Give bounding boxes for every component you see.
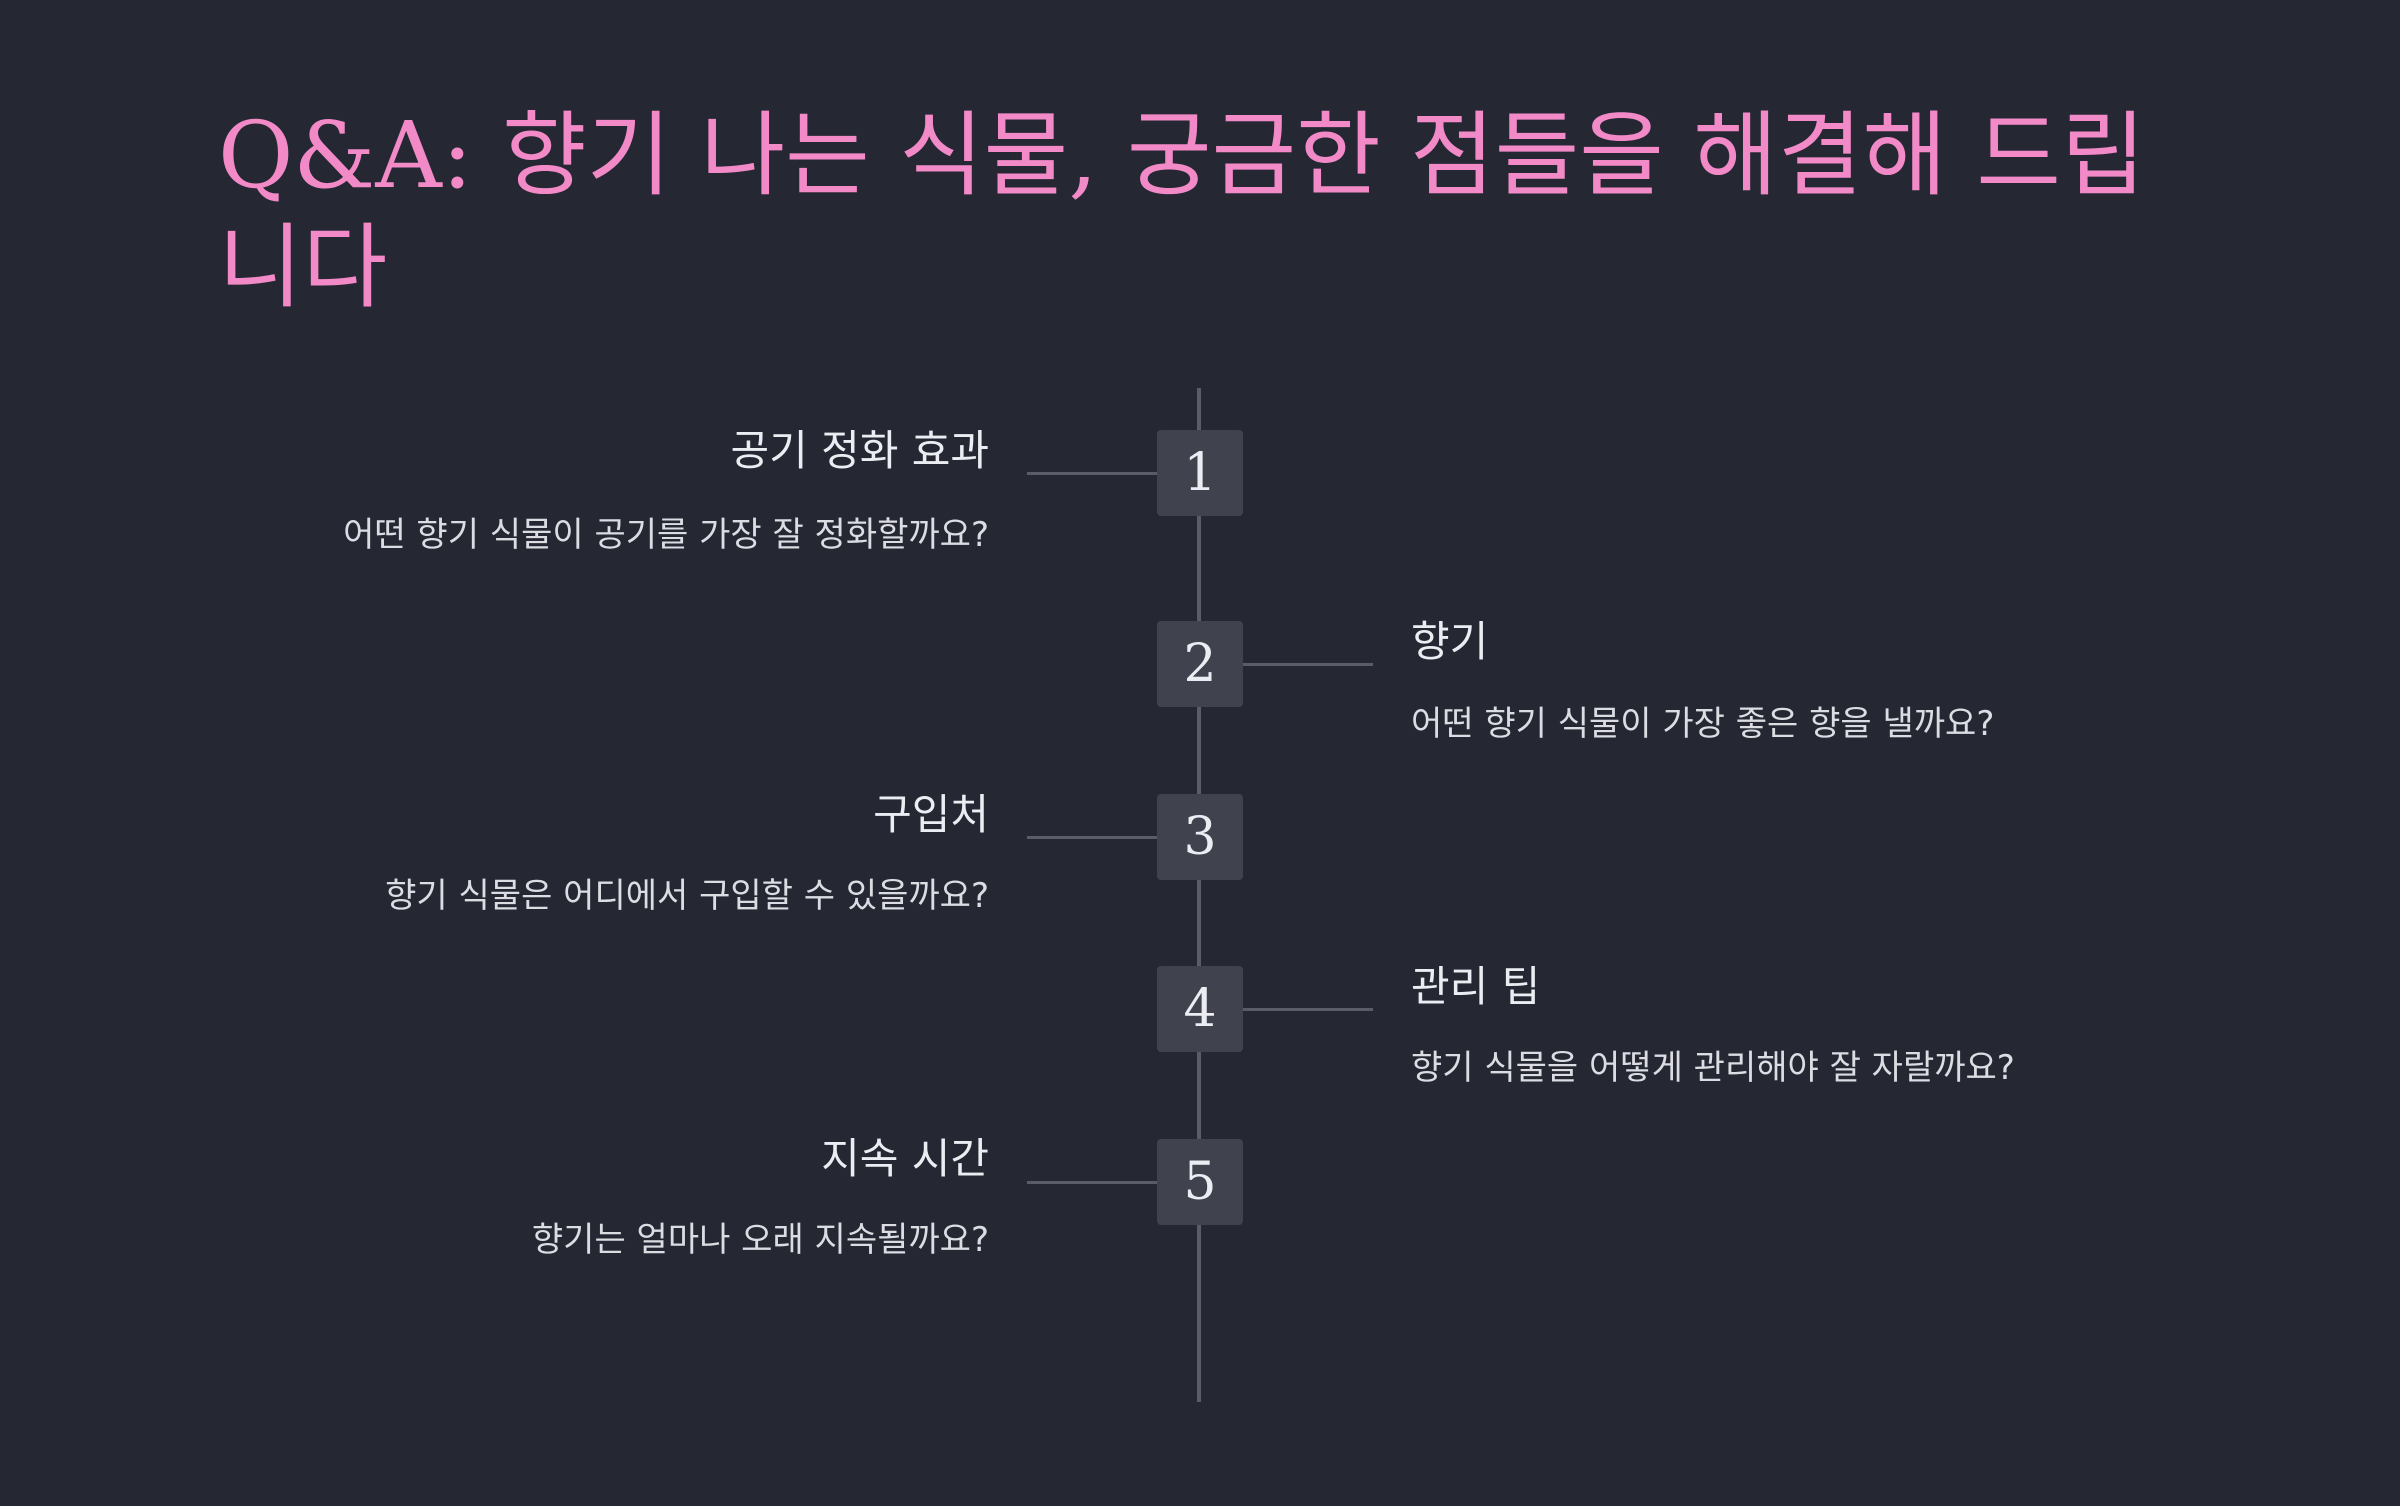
page-title: Q&A: 향기 나는 식물, 궁금한 점들을 해결해 드립니다: [218, 102, 2146, 321]
connector-5: [1027, 1181, 1157, 1184]
step-marker-5: 5: [1157, 1139, 1243, 1225]
item-question-3: 향기 식물은 어디에서 구입할 수 있을까요?: [385, 876, 989, 916]
step-marker-1: 1: [1157, 430, 1243, 516]
connector-1: [1027, 472, 1157, 475]
item-question-5: 향기는 얼마나 오래 지속될까요?: [531, 1220, 989, 1260]
item-question-2: 어떤 향기 식물이 가장 좋은 향을 낼까요?: [1411, 704, 1995, 744]
item-title-3: 구입처: [873, 790, 989, 839]
connector-4: [1243, 1008, 1373, 1011]
connector-2: [1243, 663, 1373, 666]
item-question-1: 어떤 향기 식물이 공기를 가장 잘 정화할까요?: [343, 515, 989, 555]
item-title-5: 지속 시간: [821, 1134, 989, 1183]
item-question-4: 향기 식물을 어떻게 관리해야 잘 자랄까요?: [1411, 1048, 2015, 1088]
step-marker-4: 4: [1157, 966, 1243, 1052]
step-marker-3: 3: [1157, 794, 1243, 880]
item-title-2: 향기: [1411, 617, 1489, 666]
step-marker-2: 2: [1157, 621, 1243, 707]
item-title-1: 공기 정화 효과: [730, 426, 989, 475]
timeline-line: [1197, 388, 1201, 1402]
connector-3: [1027, 836, 1157, 839]
item-title-4: 관리 팁: [1411, 962, 1541, 1011]
